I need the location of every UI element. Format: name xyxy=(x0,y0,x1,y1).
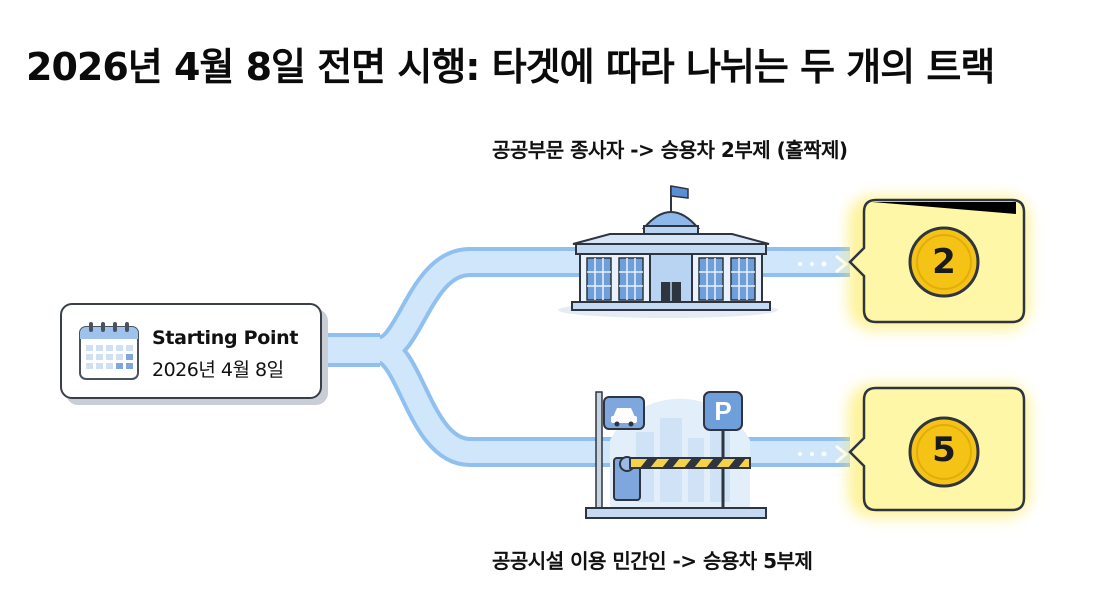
parking-sign-letter: P xyxy=(714,396,731,426)
target-5: 5 xyxy=(862,388,1012,510)
page-title: 2026년 4월 8일 전면 시행: 타겟에 따라 나뉘는 두 개의 트랙 xyxy=(26,45,995,89)
target-box-5 xyxy=(848,386,1026,512)
target-box-2 xyxy=(848,198,1026,324)
calendar-icon xyxy=(79,322,139,380)
starting-point-title: Starting Point xyxy=(152,327,299,349)
starting-point-card: Starting Point 2026년 4월 8일 xyxy=(60,303,322,399)
starting-point-date: 2026년 4월 8일 xyxy=(152,359,284,381)
flow-paths xyxy=(312,247,850,467)
government-building-icon xyxy=(558,185,778,318)
track-label-facility-visitors: 공공시설 이용 민간인 -> 승용차 5부제 xyxy=(492,549,813,573)
target-value-2: 2 xyxy=(932,242,956,282)
target-2: 2 xyxy=(862,200,1012,322)
track-label-public-employees: 공공부문 종사자 -> 승용차 2부제 (홀짝제) xyxy=(492,138,848,162)
target-value-5: 5 xyxy=(932,430,956,470)
flow-arrow-top xyxy=(798,254,849,274)
parking-gate-icon: P xyxy=(585,391,767,519)
flow-arrow-bottom xyxy=(798,444,849,464)
